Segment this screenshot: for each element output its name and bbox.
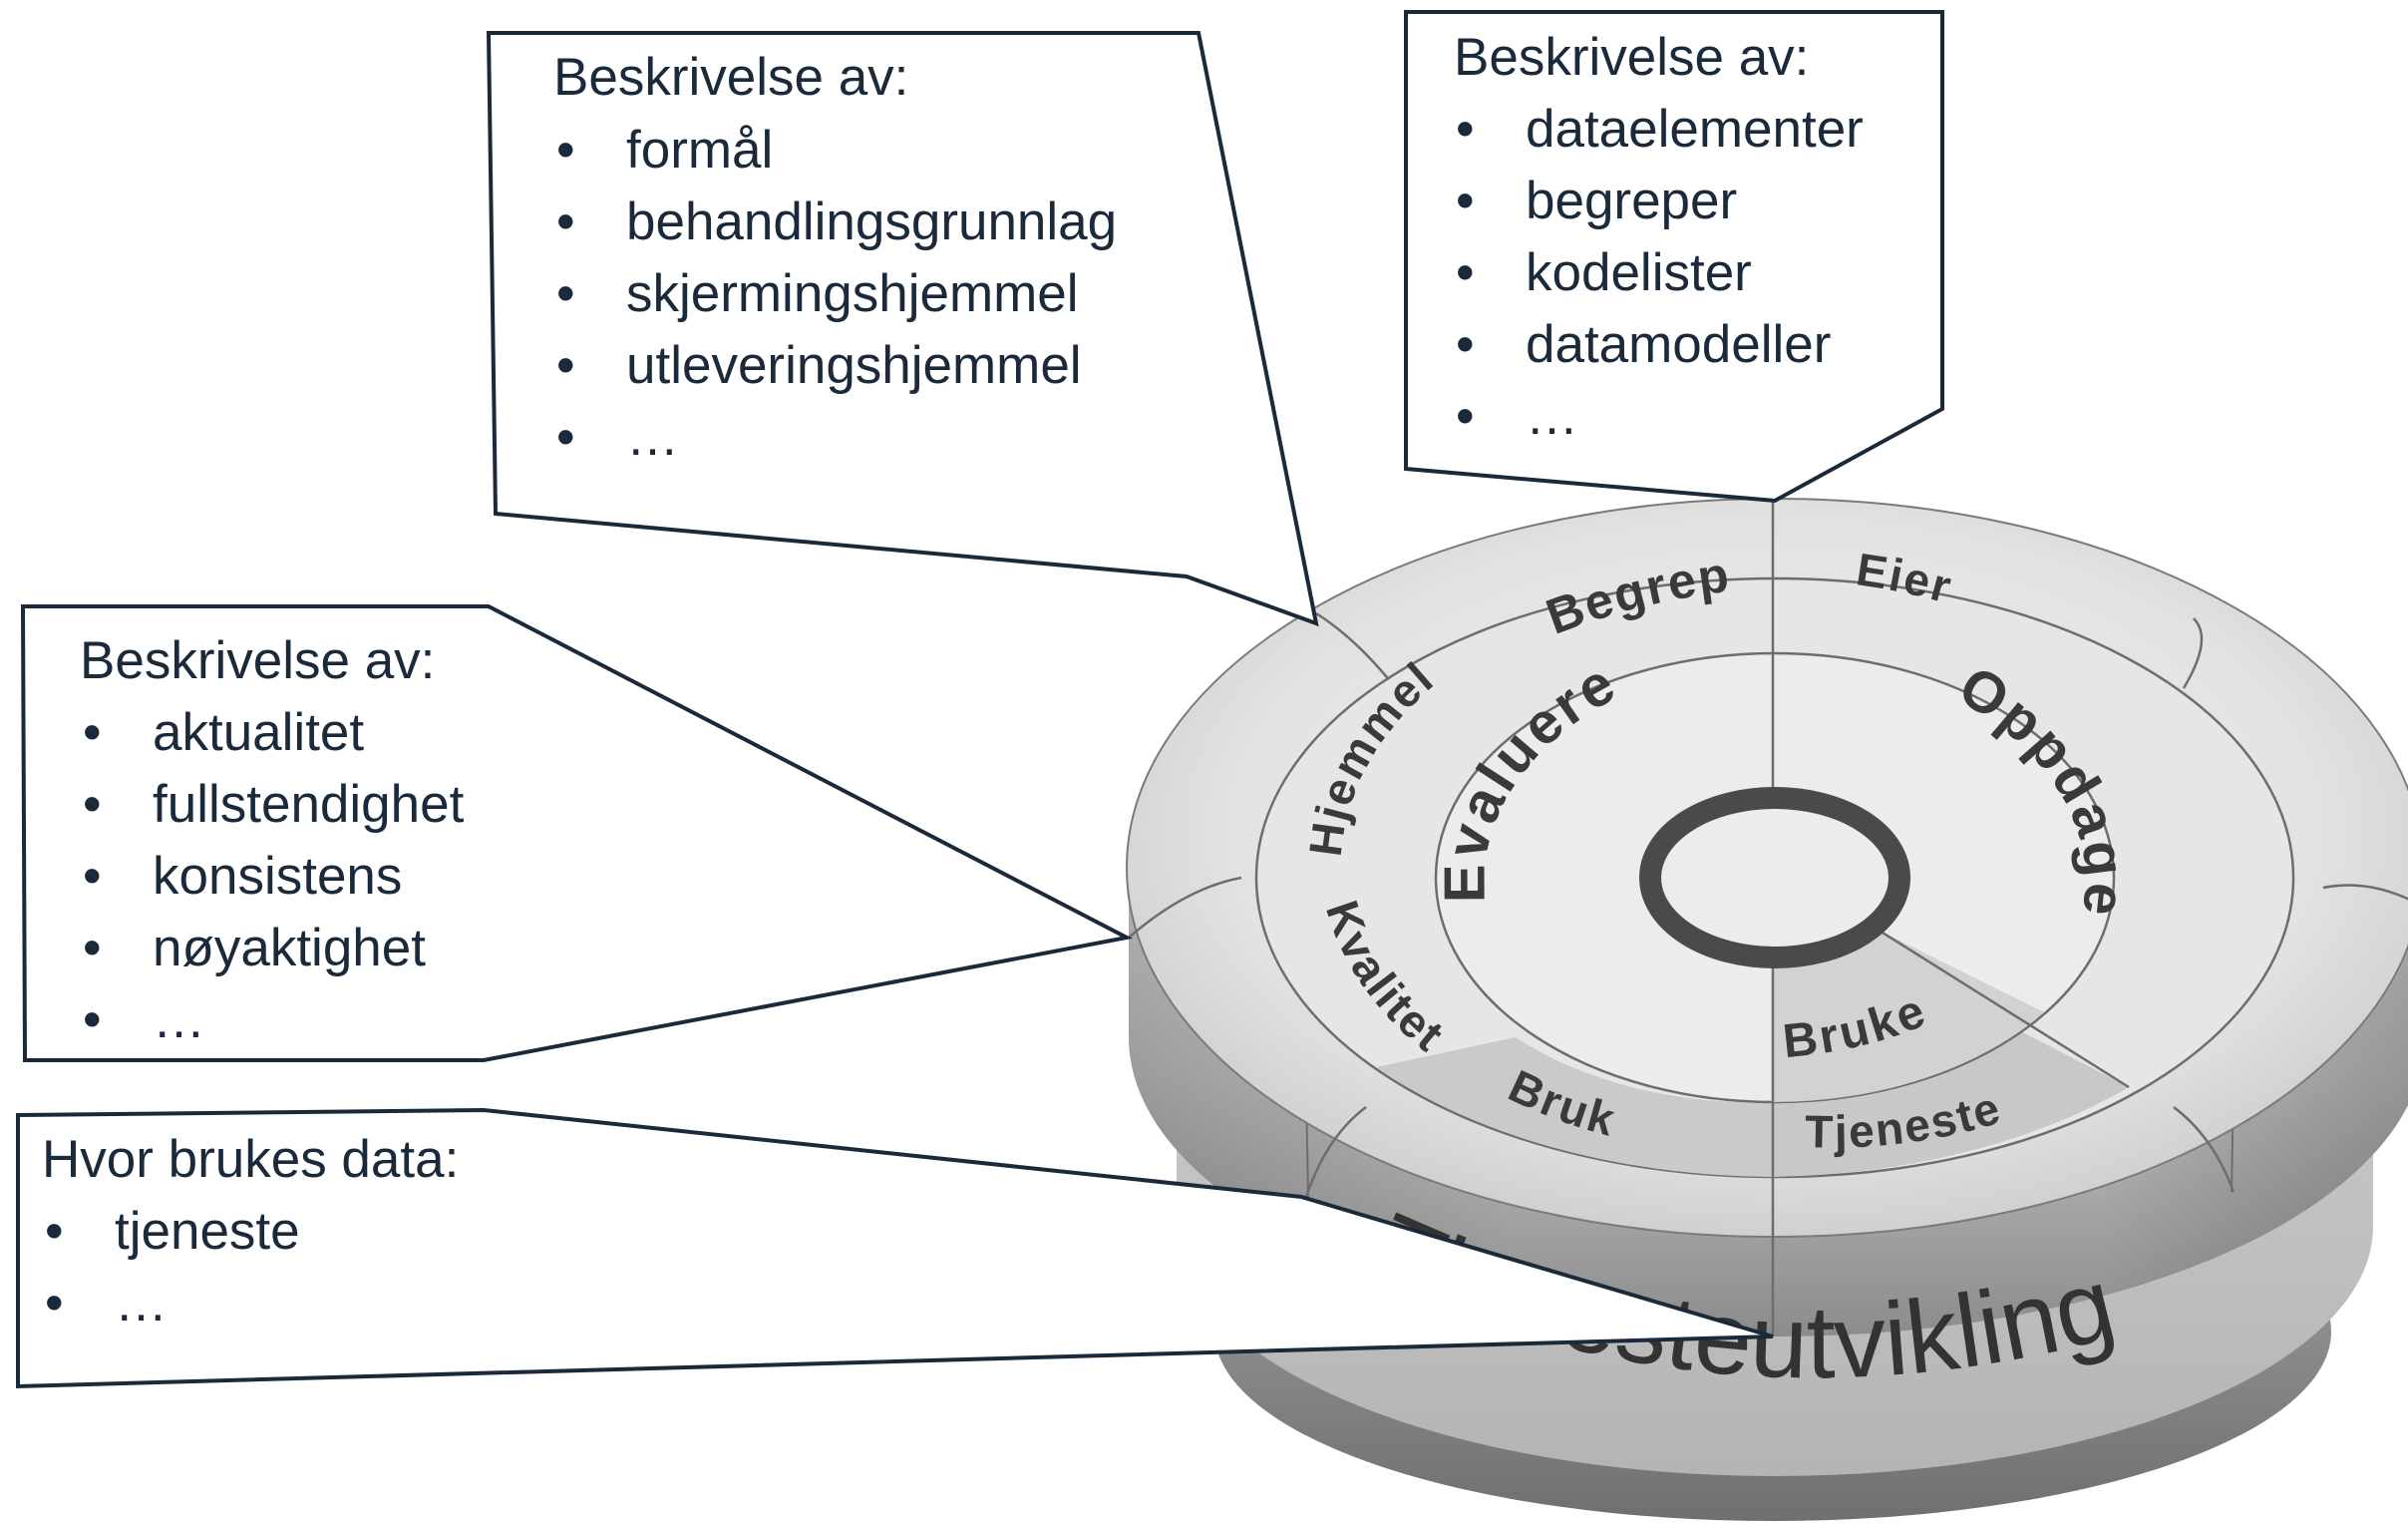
callout-bullet: … bbox=[115, 1274, 168, 1333]
bullet-glyph: • bbox=[1456, 315, 1475, 374]
bullet-glyph: • bbox=[45, 1274, 64, 1333]
bruk-segment bbox=[1376, 1037, 1773, 1177]
bullet-glyph: • bbox=[45, 1202, 64, 1261]
callout-heading: Beskrivelse av: bbox=[80, 631, 435, 690]
service-puck: Begrep Eier Hjemmel Kvalitet Bruk Tjenes… bbox=[1126, 498, 2408, 1521]
callout-bullet: behandlingsgrunnlag bbox=[626, 192, 1117, 251]
bullet-glyph: • bbox=[83, 703, 102, 762]
callout-purpose: Beskrivelse av: • formål • behandlingsgr… bbox=[553, 48, 1117, 467]
callout-bullet: kodelister bbox=[1526, 243, 1752, 302]
callout-heading: Hvor brukes data: bbox=[42, 1130, 459, 1189]
callout-quality: Beskrivelse av: • aktualitet • fullstend… bbox=[80, 631, 465, 1049]
callout-bullet: konsistens bbox=[153, 847, 402, 906]
callout-bullet: datamodeller bbox=[1526, 315, 1831, 374]
callout-bullet: nøyaktighet bbox=[153, 919, 426, 977]
bullet-glyph: • bbox=[83, 990, 102, 1049]
callout-shape-usage bbox=[16, 1107, 1774, 1389]
callout-bullet: utleveringshjemmel bbox=[626, 336, 1082, 395]
bullet-glyph: • bbox=[556, 192, 575, 251]
callout-shape-purpose bbox=[486, 31, 1319, 627]
bullet-glyph: • bbox=[1456, 100, 1475, 159]
callout-shape-quality bbox=[20, 604, 1134, 1062]
bullet-glyph: • bbox=[556, 264, 575, 323]
callout-heading: Beskrivelse av: bbox=[553, 48, 908, 107]
bullet-glyph: • bbox=[83, 919, 102, 977]
bullet-glyph: • bbox=[556, 408, 575, 467]
tjeneste-segment bbox=[1773, 1017, 2129, 1177]
bullet-glyph: • bbox=[1456, 243, 1475, 302]
bullet-glyph: • bbox=[1456, 387, 1475, 446]
hub-ring bbox=[1639, 787, 1910, 968]
callout-bullet: begreper bbox=[1526, 172, 1737, 230]
bullet-glyph: • bbox=[83, 847, 102, 906]
callout-bullet: formål bbox=[626, 121, 773, 180]
callout-bullet: … bbox=[1526, 387, 1578, 446]
bullet-glyph: • bbox=[1456, 172, 1475, 230]
callout-shape-data bbox=[1404, 10, 1944, 504]
callout-bullet: dataelementer bbox=[1526, 100, 1864, 159]
bullet-glyph: • bbox=[556, 121, 575, 180]
callout-bullet: … bbox=[153, 990, 205, 1049]
callout-bullet: tjeneste bbox=[115, 1202, 300, 1261]
callout-bullet: … bbox=[626, 408, 679, 467]
bullet-glyph: • bbox=[83, 775, 102, 834]
callout-bullet: aktualitet bbox=[153, 703, 364, 762]
callout-bullet: fullstendighet bbox=[153, 775, 465, 834]
callout-heading: Beskrivelse av: bbox=[1454, 28, 1809, 87]
bullet-glyph: • bbox=[556, 336, 575, 395]
callout-usage: Hvor brukes data: • tjeneste • … bbox=[42, 1130, 459, 1333]
callout-data: Beskrivelse av: • dataelementer • begrep… bbox=[1454, 28, 1864, 446]
callout-bullet: skjermingshjemmel bbox=[626, 264, 1079, 323]
